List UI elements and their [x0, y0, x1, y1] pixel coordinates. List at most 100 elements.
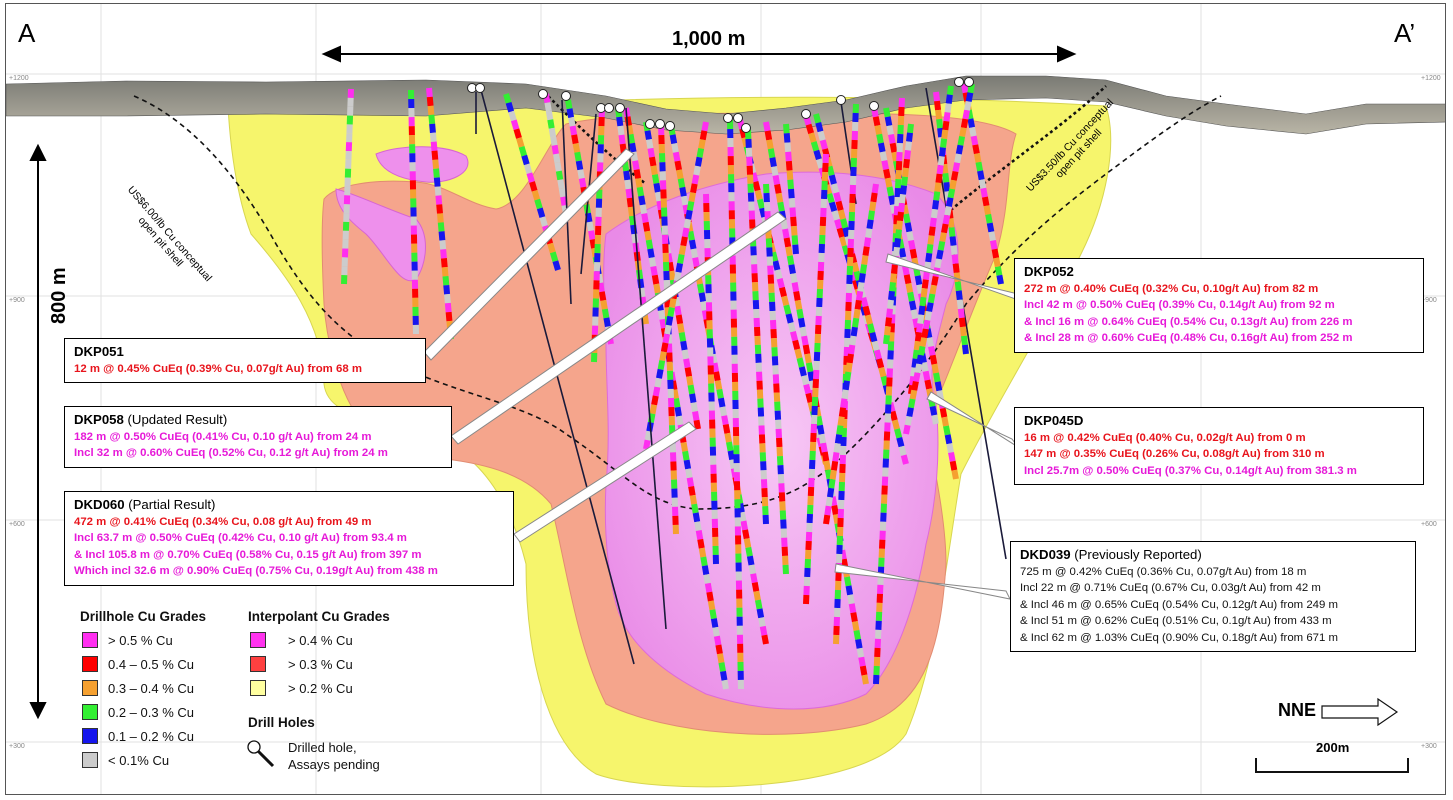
drillhole-segment [926, 337, 934, 348]
drillhole-segment [657, 360, 666, 371]
drillhole-segment [847, 594, 855, 605]
drillhole-segment [941, 416, 949, 427]
drillhole-segment [677, 178, 686, 188]
drillhole-segment [618, 134, 626, 145]
drillhole-segment [930, 208, 938, 219]
section-right-label: A’ [1394, 18, 1416, 48]
drillhole-trace [883, 123, 914, 345]
drillhole-segment [654, 377, 662, 388]
drillhole-segment [921, 328, 929, 339]
drilled-hole-legend-icon [247, 740, 275, 768]
drillhole-segment [787, 322, 796, 333]
drillhole-segment [721, 415, 729, 426]
drillhole-segment [924, 310, 933, 321]
elevation-tick-right: +600 [1421, 521, 1437, 528]
drillhole-trace [803, 153, 829, 605]
drillhole-segment [681, 227, 690, 238]
drillhole-segment [813, 113, 822, 124]
drillhole-segment [518, 145, 528, 157]
drillhole-segment [667, 307, 675, 317]
legend-label: > 0.2 % Cu [288, 680, 353, 696]
drillhole-segment [690, 183, 698, 194]
drillhole-segment [855, 638, 863, 649]
drillhole-segment [534, 198, 543, 210]
drillhole-segment [790, 216, 797, 227]
drillhole-segment [510, 119, 520, 131]
drillhole-segment [792, 244, 799, 255]
drillhole-segment [774, 269, 783, 280]
drillhole-segment [834, 434, 843, 444]
drillhole-segment [871, 340, 880, 351]
drillhole-segment [943, 182, 951, 192]
drillhole-segment [861, 674, 869, 685]
drilled-hole-collar-icon [964, 77, 974, 87]
drillhole-segment [934, 381, 943, 392]
drillhole-segment [958, 317, 966, 328]
drillhole-segment [722, 423, 731, 434]
drillhole-segment [902, 265, 910, 276]
drillhole-segment [641, 314, 649, 325]
drillhole-segment [429, 123, 436, 134]
drillhole-segment [699, 130, 708, 141]
drillhole-segment [934, 100, 942, 111]
drillhole-segment [851, 262, 860, 273]
drillhole-segment [435, 195, 443, 205]
drillhole-segment [642, 221, 651, 232]
direction-label: NNE [1278, 700, 1317, 720]
drillhole-segment [823, 514, 831, 525]
drillhole-segment [676, 415, 684, 426]
drillhole-segment [683, 358, 691, 369]
drillhole-segment [921, 361, 929, 372]
drillhole-segment [840, 398, 848, 409]
drilled-hole-collar-icon [655, 119, 665, 129]
drillhole-segment [922, 319, 931, 330]
legend-swatch [250, 632, 266, 648]
drillhole-segment [654, 191, 663, 202]
drillhole-segment [951, 254, 959, 264]
drillhole-segment [641, 213, 649, 223]
drillhole-segment [638, 287, 646, 298]
callout-line: 272 m @ 0.40% CuEq (0.32% Cu, 0.10g/t Au… [1024, 283, 1319, 295]
cross-section-figure: A A’ 1,000 m 800 m +1200 +900 +600 +300 … [5, 3, 1446, 795]
drillhole-segment [849, 270, 858, 282]
drillhole-segment [921, 279, 929, 289]
drillhole-segment [861, 255, 869, 265]
drillhole-segment [693, 165, 701, 176]
drillhole-segment [698, 139, 706, 150]
drillhole-segment [545, 110, 554, 121]
drillhole-segment [752, 181, 761, 192]
drillhole-segment [964, 100, 972, 111]
drillhole-segment [701, 121, 709, 132]
drillhole-segment [819, 139, 828, 150]
legend-drillhole-item: 0.3 – 0.4 % Cu [82, 680, 194, 696]
drillhole-segment [589, 238, 598, 249]
drillhole-segment [903, 274, 912, 285]
drillhole-segment [878, 367, 887, 378]
drillhole-segment [775, 192, 784, 203]
drillhole-segment [946, 85, 954, 96]
drillhole-segment [698, 292, 707, 303]
drillhole-segment [600, 299, 608, 310]
drillhole-segment [675, 314, 684, 325]
callout-line: & Incl 105.8 m @ 0.70% CuEq (0.58% Cu, 0… [74, 548, 422, 561]
drillhole-segment [791, 235, 799, 245]
drillhole-segment [831, 505, 839, 516]
drillhole-segment [643, 439, 651, 450]
drillhole-segment [687, 230, 695, 241]
drillhole-segment [845, 362, 853, 373]
drillhole-segment [719, 406, 728, 417]
drillhole-segment [846, 353, 854, 364]
drillhole-segment [898, 445, 907, 456]
drillhole-segment [891, 419, 900, 430]
drillhole-segment [927, 293, 936, 304]
drilled-hole-collar-icon [645, 119, 655, 129]
legend-swatch [82, 704, 98, 720]
drillhole-segment [783, 237, 792, 248]
callout-dkp052: DKP052 272 m @ 0.40% CuEq (0.32% Cu, 0.1… [1014, 258, 1424, 353]
drillhole-segment [853, 308, 861, 319]
drillhole-segment [851, 621, 860, 632]
drillhole-segment [805, 362, 814, 373]
drillhole-segment [924, 379, 933, 390]
drillhole-segment [794, 348, 803, 359]
drillhole-segment [986, 222, 995, 233]
